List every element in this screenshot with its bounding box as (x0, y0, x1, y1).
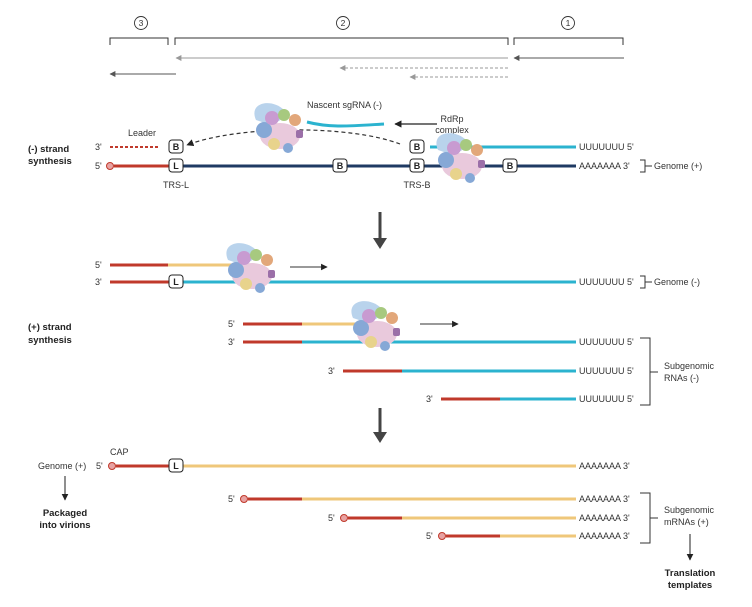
genome-plus-label: Genome (+) (654, 161, 702, 171)
trs-l-label: TRS-L (163, 180, 189, 190)
cap-icon (106, 162, 114, 170)
cap-icon (108, 462, 116, 470)
trs-b-box-top-left: B (168, 139, 184, 154)
poly-u-label: UUUUUUU 5' (579, 142, 634, 152)
nascent-sgrna-strand (306, 120, 385, 128)
section-plus-strand-synthesis: 5' 3' L UUUUUUU 5' Genome (-) (+) strand… (28, 243, 715, 406)
strand-end-3-top: 3' (95, 142, 102, 152)
trs-b-box-right: B (502, 158, 518, 173)
diagram-label: 3' (228, 337, 235, 347)
diagram-label: UUUUUUU 5' (579, 277, 634, 287)
genome-plus-product-label: Genome (+) (38, 461, 86, 471)
trs-b-label: TRS-B (404, 180, 431, 190)
rdrp-complex-icon (351, 301, 400, 351)
trs-b-box-middle: B (332, 158, 348, 173)
diagram-label: 2 (341, 18, 346, 28)
section1-title-line1: (-) strand (28, 144, 69, 155)
step-arrow-2 (373, 408, 387, 443)
nascent-sgrna-label: Nascent sgRNA (-) (307, 100, 382, 110)
diagram-label: B (173, 142, 180, 152)
diagram-label: 3' (328, 366, 335, 376)
stage-brackets: 3 2 1 (109, 16, 624, 45)
diagram-label: AAAAAAA 3' (579, 513, 630, 523)
cap-label: CAP (110, 447, 129, 457)
subgenomic-rnas-label-line2: RNAs (-) (664, 373, 699, 383)
packaged-label-line1: Packaged (43, 508, 88, 519)
rdrp-complex-icon (254, 103, 303, 153)
diagram-label: UUUUUUU 5' (579, 394, 634, 404)
diagram-label: B (507, 161, 514, 171)
stage-1-marker: 1 (561, 16, 575, 30)
strand-end-5-genome: 5' (95, 161, 102, 171)
diagram-label: 1 (566, 18, 571, 28)
diagram-label: AAAAAAA 3' (579, 461, 630, 471)
diagram-label: L (173, 161, 179, 171)
diagram-label: 5' (96, 461, 103, 471)
leader-label: Leader (128, 128, 156, 138)
diagram-label: L (173, 277, 179, 287)
rdrp-complex-icon (436, 133, 485, 183)
cap-icon (240, 495, 248, 503)
diagram-label: 5' (328, 513, 335, 523)
diagram-label: AAAAAAA 3' (579, 531, 630, 541)
section2-title-line2: synthesis (28, 335, 72, 346)
diagram-label: 3' (426, 394, 433, 404)
subgenomic-mrnas-label-line2: mRNAs (+) (664, 517, 709, 527)
diagram-label: UUUUUUU 5' (579, 366, 634, 376)
genome-minus-label: Genome (-) (654, 277, 700, 287)
trs-l-box-section2: L (168, 274, 184, 289)
packaged-label-line2: into virions (39, 520, 90, 531)
progress-arrows (109, 55, 624, 80)
rdrp-complex-icon (226, 243, 275, 293)
diagram-label: B (337, 161, 344, 171)
strand-end-5: 5' (95, 260, 102, 270)
trs-b-box-genome: B (409, 158, 425, 173)
section2-title-line1: (+) strand (28, 322, 72, 333)
diagram-label: L (173, 461, 179, 471)
diagram-label: 5' (228, 494, 235, 504)
step-arrow-1 (373, 212, 387, 249)
diagram-label: 5' (426, 531, 433, 541)
diagram-label: 3 (139, 18, 144, 28)
rdrp-label-line1: RdRp (440, 114, 463, 124)
section-products: CAP Genome (+) 5' L AAAAAAA 3' Packaged … (38, 447, 716, 591)
diagram-label: B (414, 142, 421, 152)
cap-icon (340, 514, 348, 522)
stage-3-marker: 3 (134, 16, 148, 30)
strand-end-3: 3' (95, 277, 102, 287)
subgenomic-rnas-label-line1: Subgenomic (664, 361, 715, 371)
section-minus-strand-synthesis: (-) strand synthesis Nascent sgRNA (-) R… (28, 100, 702, 190)
diagram-label: UUUUUUU 5' (579, 337, 634, 347)
cap-icon (438, 532, 446, 540)
trs-b-box-top-right: B (409, 139, 425, 154)
translation-label-line1: Translation (665, 568, 716, 579)
diagram-label: 5' (228, 319, 235, 329)
trs-l-box: L (168, 158, 184, 173)
poly-a-label: AAAAAAA 3' (579, 161, 630, 171)
rdrp-label-line2: complex (435, 125, 469, 135)
translation-label-line2: templates (668, 580, 712, 591)
stage-2-marker: 2 (336, 16, 350, 30)
trs-l-box-section3: L (168, 458, 184, 473)
subgenomic-mrnas-label-line1: Subgenomic (664, 505, 715, 515)
section1-title-line2: synthesis (28, 156, 72, 167)
diagram-label: AAAAAAA 3' (579, 494, 630, 504)
diagram-label: B (414, 161, 421, 171)
